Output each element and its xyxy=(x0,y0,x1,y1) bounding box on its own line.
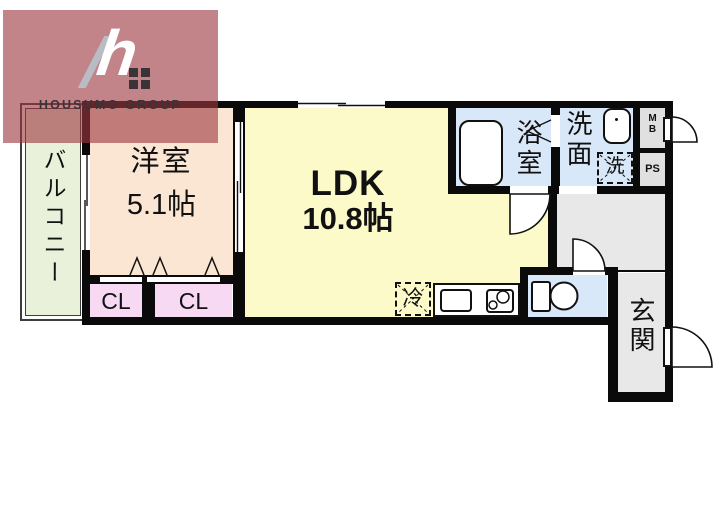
entrance-left-wall xyxy=(608,267,618,392)
pipe-space-label: PS xyxy=(645,163,660,175)
bathtub xyxy=(459,120,503,186)
western-room-label: 洋室 xyxy=(130,146,193,178)
entrance-step-line xyxy=(618,270,665,272)
logo-block: h HOUSUMO GROUP xyxy=(3,10,218,143)
closet-right-area xyxy=(155,284,232,317)
refrigerator-label: 冷 xyxy=(402,287,424,310)
entrance-door-arc xyxy=(671,326,713,368)
dashed-cross-marks xyxy=(397,154,631,314)
meterbox-door-leaf xyxy=(663,117,672,142)
toilet-door-arc xyxy=(572,238,606,272)
logo-window-square xyxy=(141,68,150,77)
closet-left-track xyxy=(100,277,142,282)
entrance-label: 玄関 xyxy=(626,297,656,355)
washing-machine-box xyxy=(597,152,633,184)
washing-machine-label: 洗 xyxy=(605,156,625,177)
washbasin-faucet-dot xyxy=(615,118,618,121)
closet-left-area xyxy=(90,284,142,317)
balcony-window xyxy=(82,155,90,250)
logo-window-square xyxy=(129,68,138,77)
entrance-door-leaf xyxy=(663,327,672,367)
closet-divider-wall xyxy=(142,284,155,317)
toilet-left-wall xyxy=(520,275,528,317)
kitchen-sink xyxy=(440,289,472,312)
ldk-door-opening xyxy=(510,186,548,194)
meter-box-area xyxy=(640,108,665,148)
bathroom-washroom-wall xyxy=(551,108,560,186)
western-room-size: 5.1帖 xyxy=(126,189,197,221)
entrance-bottom-wall xyxy=(608,392,673,402)
mb-ps-divider-wall xyxy=(640,148,665,153)
stove-burners xyxy=(488,290,510,310)
bottom-wall xyxy=(82,317,618,325)
logo-h-glyph: h xyxy=(92,17,143,89)
logo-window-square xyxy=(141,80,150,89)
washroom-hall-opening xyxy=(559,186,597,194)
closet-left-label: CL xyxy=(101,288,131,314)
bathroom-door-opening xyxy=(551,115,560,147)
washbasin xyxy=(603,108,631,144)
entrance-area xyxy=(618,273,665,392)
meter-box-label-line1: M xyxy=(648,113,657,124)
toilet-bowl xyxy=(549,281,579,311)
hallway-bottom-wall xyxy=(520,267,618,275)
right-wall xyxy=(665,101,673,402)
closet-folding-door-marks xyxy=(129,256,220,276)
meter-box-label: M B xyxy=(640,113,665,135)
closet-right-track xyxy=(147,277,220,282)
bathroom-folding-door-mark xyxy=(525,119,552,143)
meterbox-door-arc xyxy=(671,116,698,143)
ldk-door-arc xyxy=(509,193,551,235)
refrigerator-box xyxy=(395,282,431,316)
closet-right-label: CL xyxy=(178,288,209,314)
door-swing-arcs xyxy=(509,116,713,368)
logo-brand-text: HOUSUMO GROUP xyxy=(38,98,183,112)
window-sash-lines xyxy=(84,102,385,252)
washroom-meterbox-wall xyxy=(633,108,640,186)
bathroom-label: 浴室 xyxy=(513,119,543,179)
pipe-space-area xyxy=(640,153,665,186)
ldk-hallway-wall xyxy=(548,194,557,275)
bathroom-left-wall xyxy=(448,101,456,194)
washroom-label: 洗面 xyxy=(563,110,593,170)
logo-window-square xyxy=(129,80,138,89)
meter-box-label-line2: B xyxy=(648,124,657,135)
western-ldk-sliding-door xyxy=(235,122,243,252)
ldk-top-window xyxy=(298,101,385,108)
balcony-label: バルコニー xyxy=(40,148,66,288)
ldk-label: LDK xyxy=(310,164,386,203)
ldk-size: 10.8帖 xyxy=(302,201,394,236)
